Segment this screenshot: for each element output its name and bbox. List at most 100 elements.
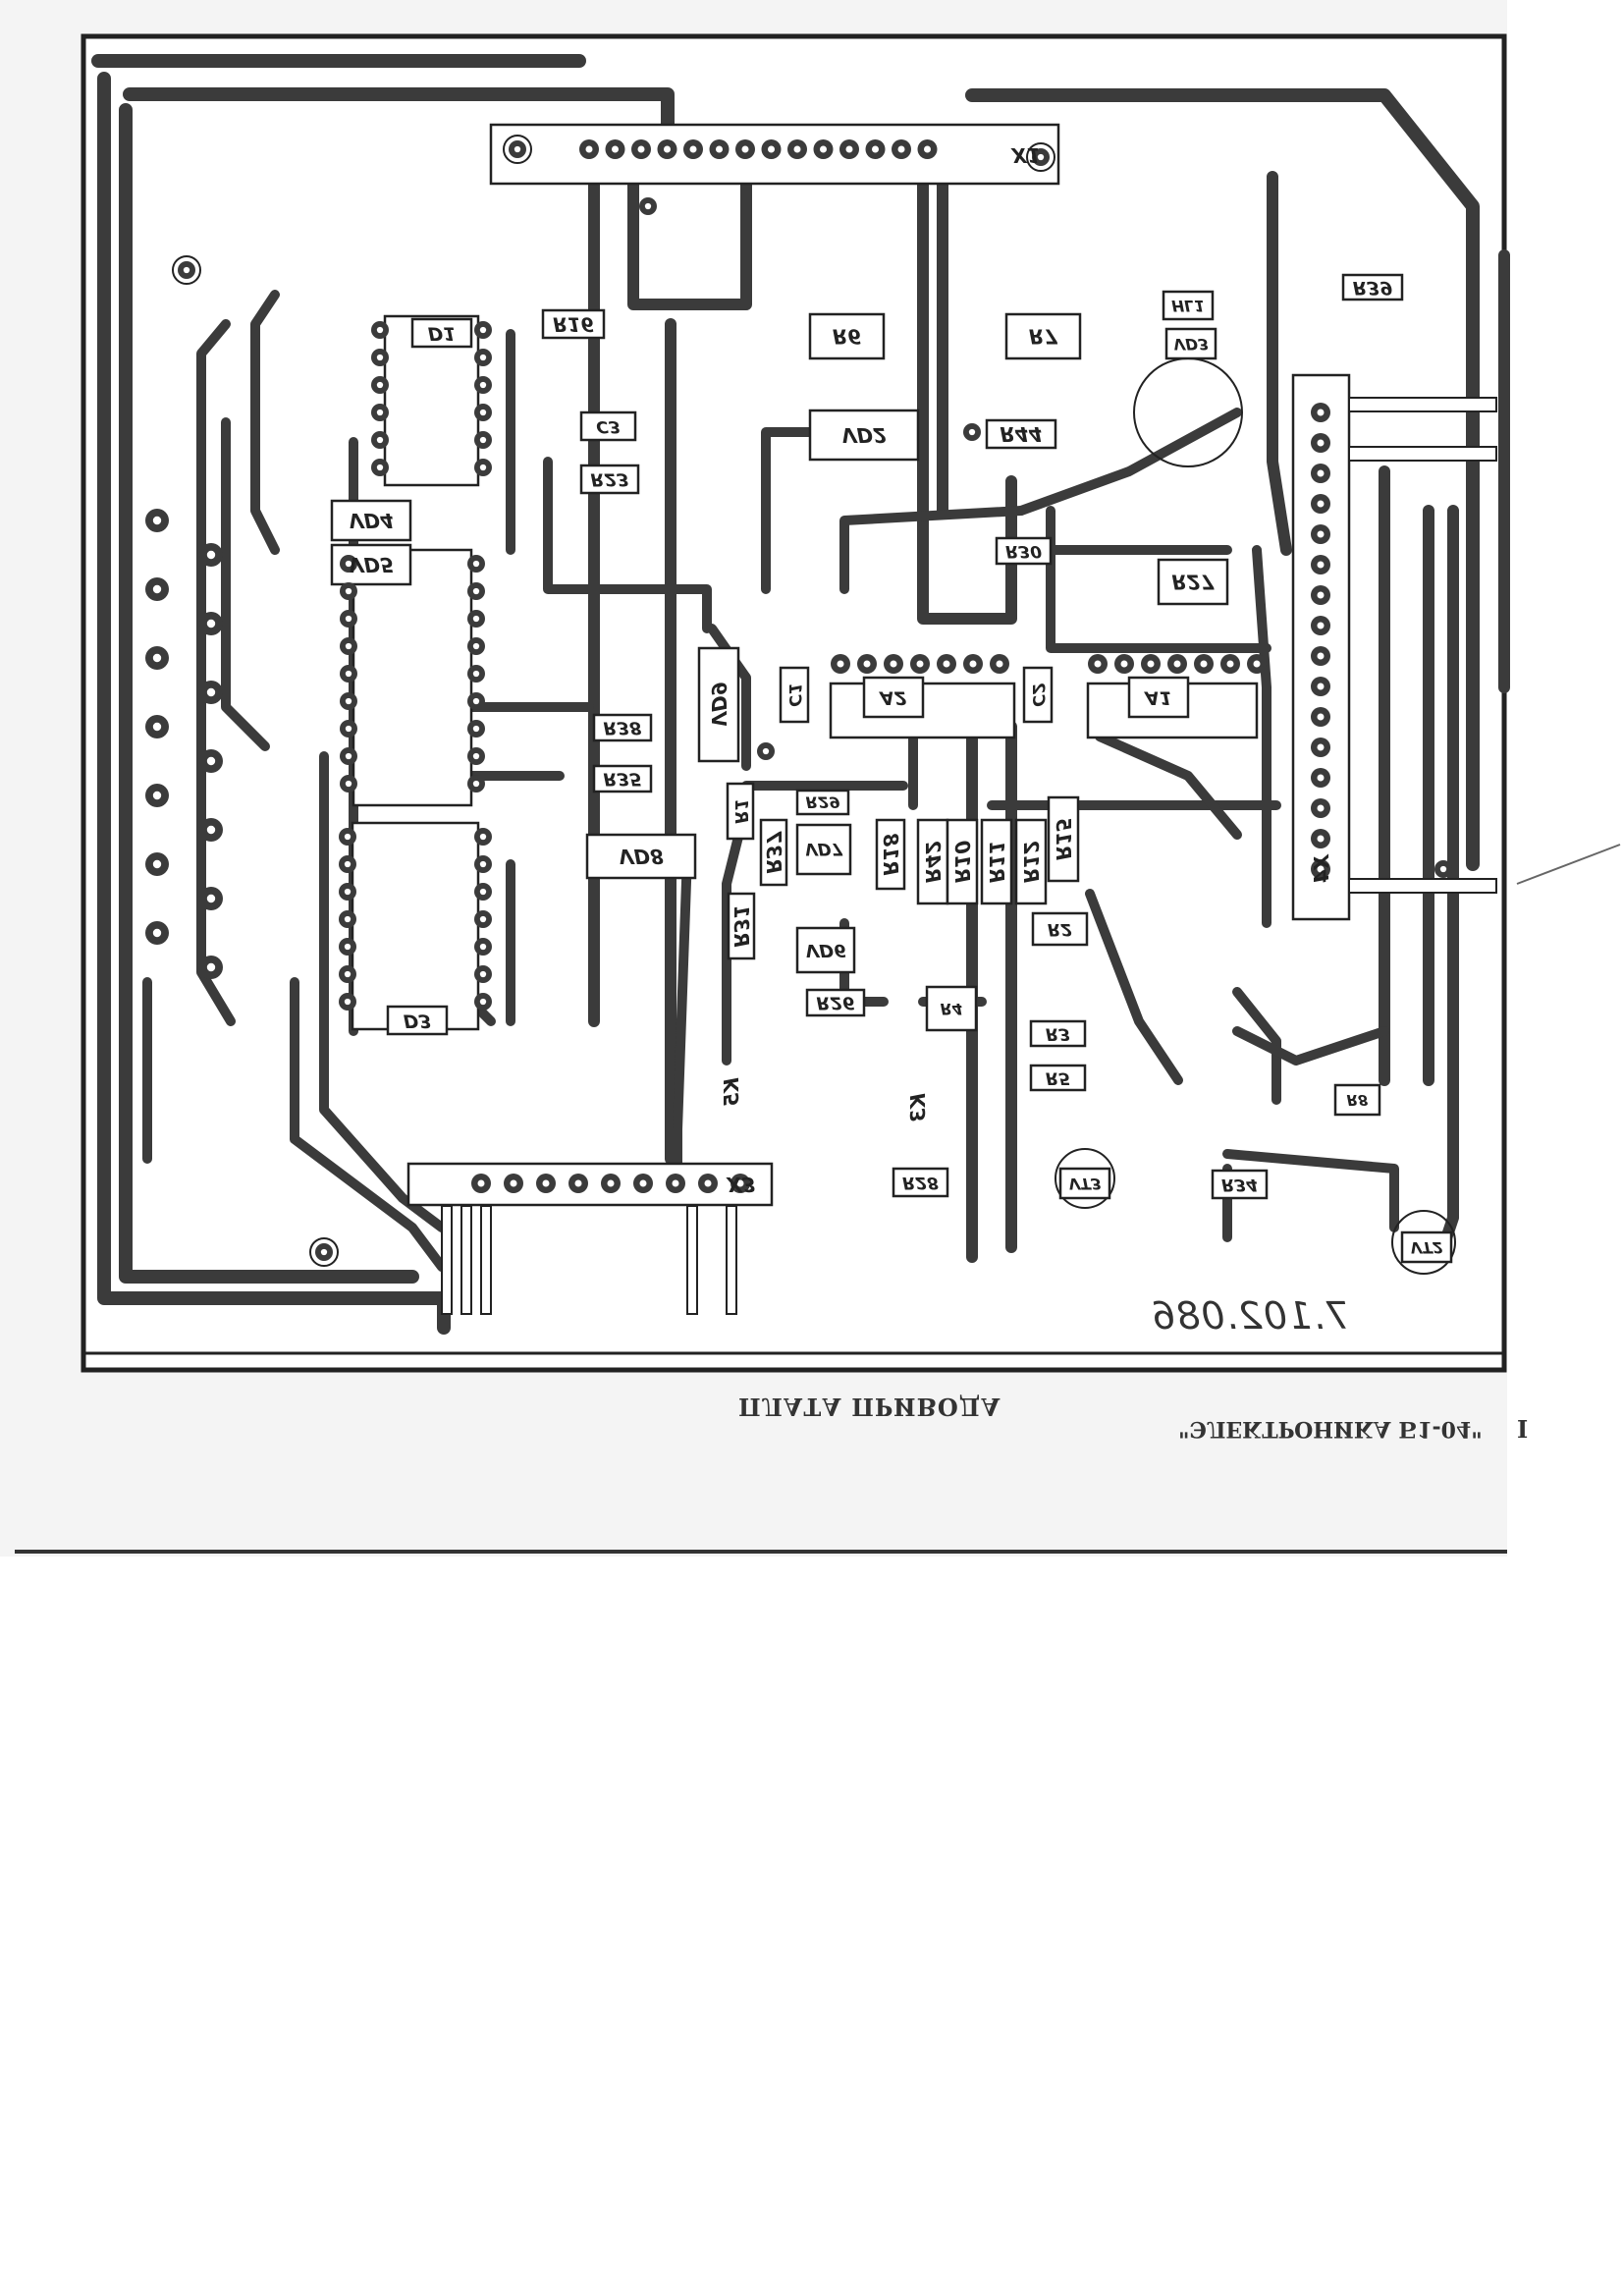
component-label-group: VD6 [805,940,846,960]
component-label-r42: R42 [921,841,945,883]
mounting-hole [1026,142,1055,172]
component-r18-outline [875,818,906,891]
pad-hole [845,145,853,153]
dip-package [352,548,473,807]
component-label-vd2: VD2 [841,423,887,447]
component-label-c1: C1 [784,683,804,707]
pad-hole [206,894,216,903]
copper-trace [290,977,447,1272]
pad-hole [479,409,487,416]
copper-trace [1232,987,1281,1105]
component-label-r18: R18 [879,833,902,875]
pad-hole [479,833,487,841]
component-label-group: D1 [428,323,457,344]
component-label-r4: R4 [941,1000,963,1017]
component-r44-outline [985,418,1057,450]
pad-hole [344,943,352,951]
copper-trace [1085,889,1183,1085]
component-r30-outline [995,536,1053,566]
pad-hole [472,670,480,678]
pad-hole [479,860,487,868]
pad-hole [1317,804,1325,812]
scan-margin [1507,0,1623,1557]
copper-trace [319,751,447,1232]
component-label-group: R18 [879,833,902,875]
pad-hole [152,516,162,525]
component-label-vd6: VD6 [805,940,846,960]
component-label-group: R16 [553,313,594,336]
pad-hole [741,145,749,153]
component-label-group: R12 [1019,841,1043,883]
mounting-hole [309,1237,339,1267]
pad-hole [345,560,352,568]
pad-hole [1439,865,1447,873]
component-c3-outline [579,410,637,442]
component-label-group: C1 [784,683,804,707]
component-label-group: C3 [596,416,621,436]
copper-trace [543,457,712,633]
pad-hole [376,381,384,389]
pad-hole [1317,622,1325,629]
component-label-r37: R37 [762,831,785,873]
component-label-r6: R6 [833,325,861,349]
pad-hole [183,266,190,274]
pad-hole [716,145,723,153]
component-label-group: R11 [985,841,1008,883]
pad-hole [1317,774,1325,782]
component-label-group: R39 [1353,277,1393,298]
pad-hole [152,791,162,800]
pad-hole [820,145,827,153]
component-label-group: R42 [921,841,945,883]
pad-hole [472,642,480,650]
pad-hole [793,145,801,153]
component-r15-outline [1047,795,1080,883]
pad-hole [837,660,844,668]
component-label-r35: R35 [603,769,641,790]
component-r26-outline [805,988,866,1017]
component-label-vd8: VD8 [619,845,664,868]
component-label-group: R26 [816,993,854,1013]
pad-hole [477,1179,485,1187]
pad-hole [479,436,487,444]
component-label-r34: R34 [1221,1175,1258,1194]
copper-trace [250,290,280,555]
component-label-group: R8 [1347,1091,1369,1109]
pad-hole [472,587,480,595]
pad-hole [206,756,216,766]
label-group: X3 [725,1173,755,1196]
pad-hole [890,660,897,668]
component-label-r2: R2 [1048,919,1072,939]
component-d1-outline [410,317,473,349]
component-label-a2: A2 [878,687,907,708]
copper-trace [627,143,752,310]
pad-hole [206,550,216,560]
component-label-group: D3 [404,1011,432,1031]
pad-hole [376,464,384,471]
pad-hole [704,1179,712,1187]
pad-hole [1317,409,1325,416]
component-label-vd3: VD3 [1173,335,1209,353]
pad-hole [1037,153,1045,161]
component-label-group: R27 [1171,571,1214,594]
pad-hole [1200,660,1208,668]
connector-pin [686,1205,698,1315]
product-name: "ЭЛЕКТРОНИКА Б1-04" [1178,1416,1483,1442]
component-label-group: R10 [950,841,974,883]
pad-hole [472,752,480,760]
pad-hole [863,660,871,668]
component-label-vd9: VD9 [707,682,730,727]
board-title: ПЛАТА ПРИВОДА [738,1393,1001,1421]
component-label-vt3: VT3 [1068,1175,1102,1192]
component-outlines [172,123,1497,1315]
pad-hole [1317,439,1325,447]
pad-hole [479,464,487,471]
pad-hole [542,1179,550,1187]
pad-hole [897,145,905,153]
pad-hole [1147,660,1155,668]
component-r7-outline [1004,312,1082,360]
pad-hole [585,145,593,153]
pad-hole [1317,530,1325,538]
connector-label-x1: X1 [1009,143,1040,167]
component-label-r26: R26 [816,993,854,1013]
